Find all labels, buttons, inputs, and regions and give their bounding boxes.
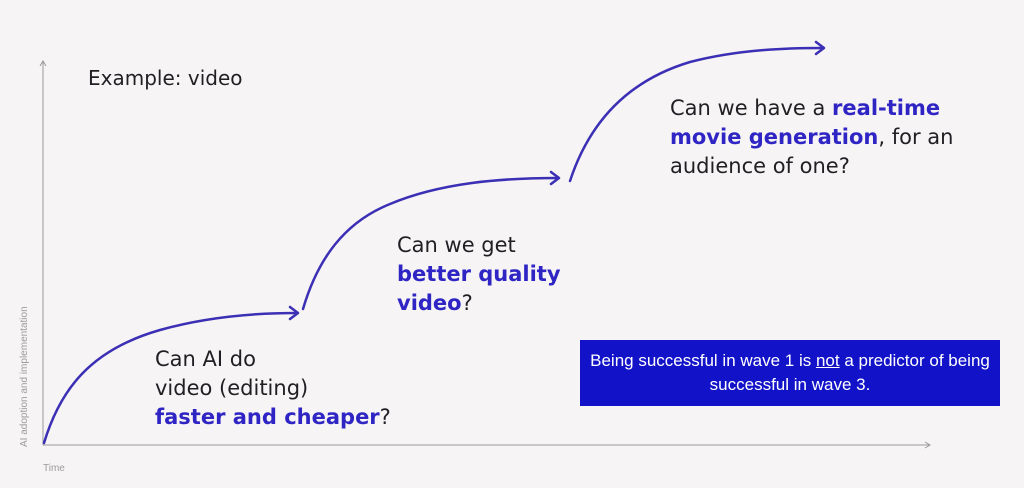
wave-1-question: Can AI do video (editing) faster and che… — [155, 345, 415, 432]
wave-1-line-3: faster and cheaper? — [155, 403, 415, 432]
callout-text-pre: Being successful in wave 1 is — [590, 351, 816, 370]
wave-3-question: Can we have a real-time movie generation… — [670, 94, 970, 181]
wave-1-line-2: video (editing) — [155, 376, 309, 400]
wave-2-curve — [301, 176, 560, 311]
wave-3-tail: , for an audience of one? — [670, 125, 954, 178]
wave-1-highlight: faster and cheaper — [155, 405, 380, 429]
x-axis-label: Time — [43, 463, 65, 474]
example-title: Example: video — [88, 66, 243, 90]
callout-emphasis: not — [815, 351, 840, 370]
wave-1-curve — [42, 311, 299, 445]
wave-1-tail: ? — [379, 405, 391, 429]
wave-1-line-1: Can AI do — [155, 347, 256, 371]
wave-3-arrowhead — [814, 40, 826, 56]
y-axis-label: AI adoption and implementation — [19, 306, 30, 447]
wave-1-arrowhead — [288, 305, 300, 321]
callout-box: Being successful in wave 1 is not a pred… — [580, 340, 1000, 406]
wave-2-highlight: better quality video — [397, 262, 561, 315]
wave-2-question: Can we get better quality video? — [397, 231, 597, 318]
wave-3-highlight: real-time movie generation — [670, 96, 941, 149]
y-axis-arrowhead — [39, 60, 47, 67]
wave-2-arrowhead — [549, 170, 561, 186]
x-axis-arrowhead — [924, 441, 931, 449]
wave-3-lead: Can we have a — [670, 96, 833, 120]
wave-2-tail: ? — [461, 291, 473, 315]
wave-3-curve — [568, 46, 825, 183]
callout-text-post: a predictor of being successful in wave … — [709, 351, 990, 394]
wave-2-line-1: Can we get — [397, 233, 516, 257]
wave-2-line-2: better quality video? — [397, 260, 597, 318]
